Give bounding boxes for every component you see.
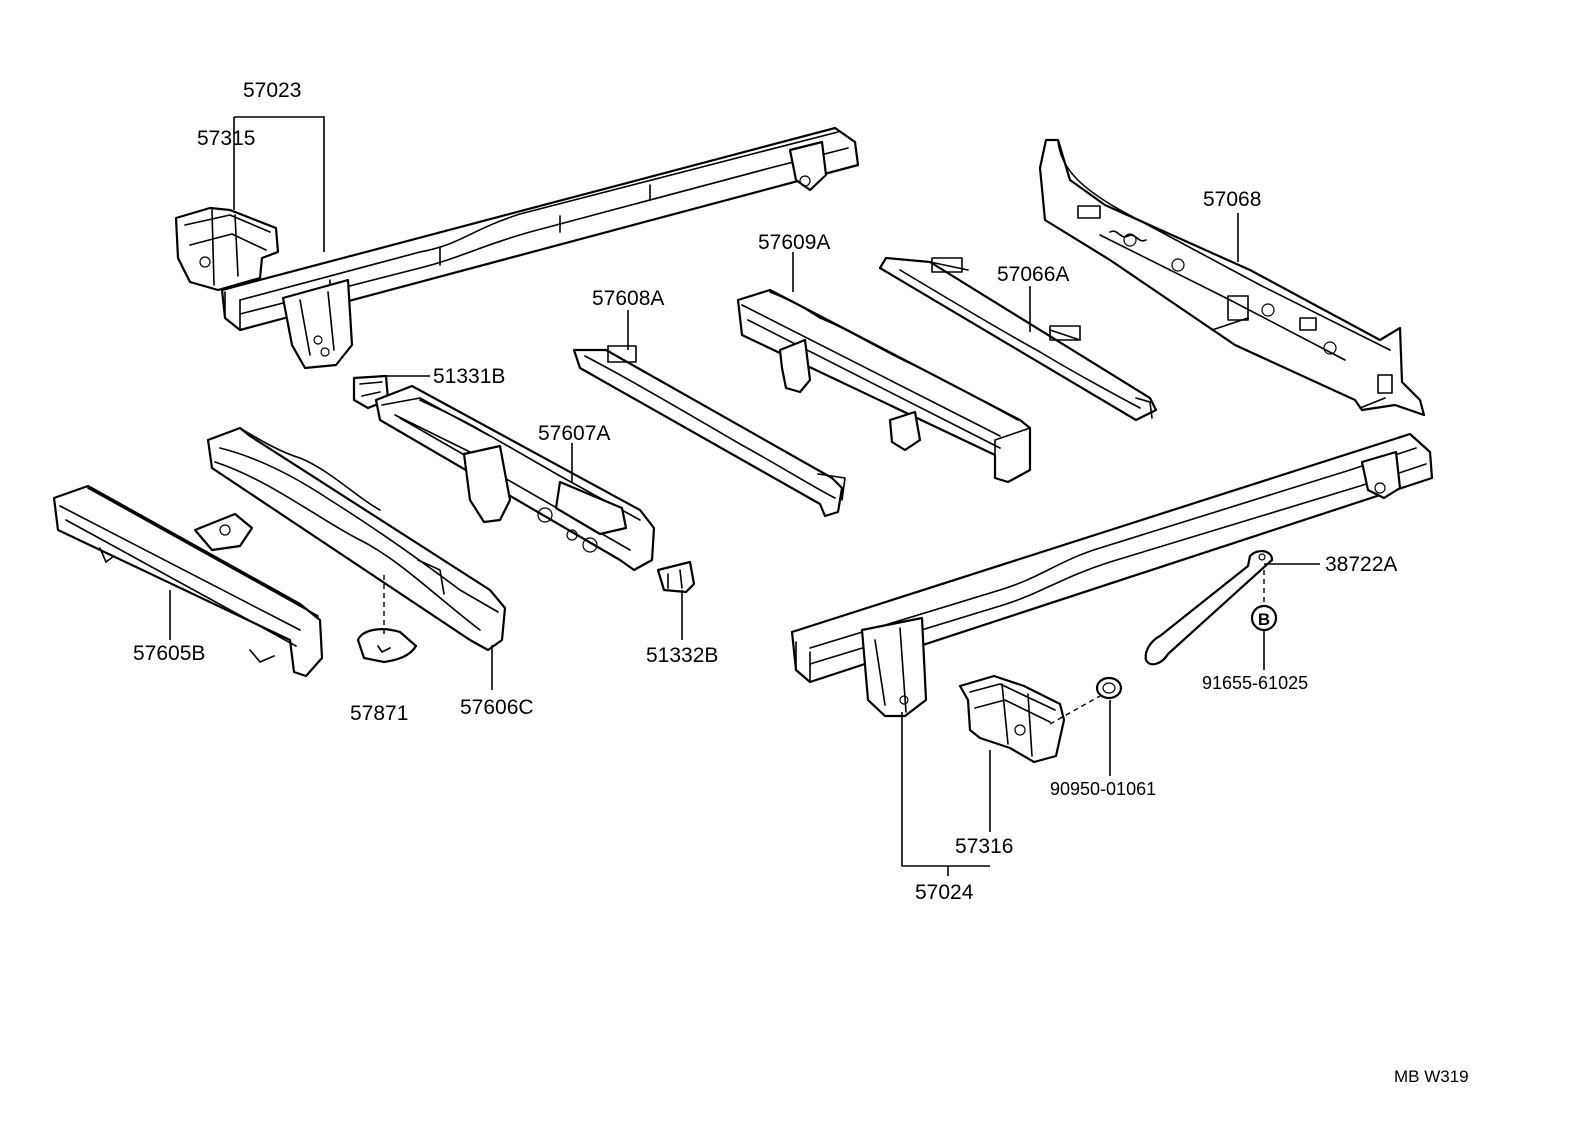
- leader-lines: [169, 116, 1320, 876]
- dashed-lines: [383, 570, 1265, 725]
- part-57605B-crossmember: [52, 484, 324, 678]
- part-57608A-crossmember: [572, 345, 846, 518]
- label-57315: 57315: [197, 127, 255, 150]
- label-90950-01061: 90950-01061: [1050, 779, 1156, 799]
- label-57609A: 57609A: [758, 231, 830, 254]
- label-57066A: 57066A: [997, 263, 1069, 286]
- part-57024-frame-rail-right: [790, 432, 1434, 718]
- part-57607A-crossmember: [374, 384, 656, 572]
- label-57608A: 57608A: [592, 287, 664, 310]
- part-57606C-crossmember: [206, 426, 507, 652]
- label-57024: 57024: [915, 881, 974, 904]
- label-57316: 57316: [955, 835, 1013, 858]
- part-57068-rear-crossmember: [1038, 138, 1426, 417]
- part-57871-plate: [356, 628, 418, 664]
- part-labels: 57023 57315 57068 57609A 57066A 57608A 5…: [133, 79, 1469, 1086]
- part-57023-frame-rail-left: [220, 126, 860, 370]
- part-57609A-crossmember: [736, 288, 1032, 484]
- label-91655-61025: 91655-61025: [1202, 673, 1308, 693]
- label-57605B: 57605B: [133, 642, 205, 665]
- label-57606C: 57606C: [460, 696, 534, 719]
- part-38722A-bracket: [1144, 550, 1274, 666]
- part-57315-bracket: [174, 206, 280, 292]
- label-57871: 57871: [350, 702, 408, 725]
- label-51332B: 51332B: [646, 644, 718, 667]
- label-51331B: 51331B: [433, 365, 505, 388]
- label-57023: 57023: [243, 79, 301, 102]
- label-57068: 57068: [1203, 188, 1261, 211]
- footer-code: MB W319: [1394, 1067, 1469, 1086]
- part-90950-01061-grommet: [1095, 676, 1123, 700]
- callout-b-label: B: [1258, 610, 1270, 629]
- part-57066A-crossmember: [878, 256, 1158, 422]
- label-57607A: 57607A: [538, 422, 610, 445]
- part-57316-bracket: [958, 674, 1066, 764]
- label-38722A: 38722A: [1325, 553, 1397, 576]
- part-51332B-bracket: [656, 560, 696, 594]
- callout-b: B: [1250, 604, 1278, 632]
